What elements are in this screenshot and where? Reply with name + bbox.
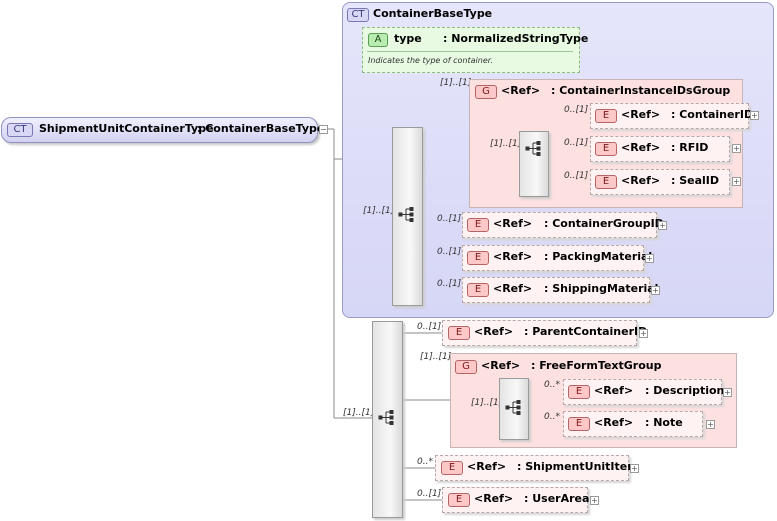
element-badge: E xyxy=(568,385,590,399)
element-ref: <Ref> xyxy=(474,325,514,338)
element-ref: <Ref> xyxy=(493,250,533,263)
attribute-divider xyxy=(367,51,573,52)
element-ref: <Ref> xyxy=(621,141,661,154)
element-badge: E xyxy=(467,218,489,232)
freeform-sequence-compositor[interactable] xyxy=(499,378,529,440)
element-packing-material[interactable] xyxy=(462,245,644,271)
instance-element-mult: 0..[1] xyxy=(564,138,589,148)
freeform-element-mult: 0..* xyxy=(544,412,560,422)
freeform-group-name: : FreeFormTextGroup xyxy=(531,359,662,372)
element-name: : Note xyxy=(645,416,683,429)
element-badge: E xyxy=(595,142,617,156)
main-seq-mult: [1]..[1] xyxy=(343,408,375,418)
freeform-seq-mult: [1]..[1] xyxy=(471,398,503,408)
freeform-group-badge: G xyxy=(455,360,477,374)
element-badge: E xyxy=(595,175,617,189)
base-element-mult: 0..[1] xyxy=(437,279,462,289)
base-seq-mult: [1]..[1] xyxy=(363,206,395,216)
element-ref: <Ref> xyxy=(594,416,634,429)
root-name: ShipmentUnitContainerType xyxy=(39,122,214,135)
expand-icon[interactable]: + xyxy=(750,111,759,120)
element-badge: E xyxy=(441,461,463,475)
expand-icon[interactable]: + xyxy=(706,420,715,429)
element-shipment-unit-item[interactable] xyxy=(435,455,629,481)
expand-icon[interactable]: + xyxy=(732,177,741,186)
element-badge: E xyxy=(568,417,590,431)
expand-icon[interactable]: + xyxy=(723,388,732,397)
element-name: : SealID xyxy=(671,174,720,187)
element-ref: <Ref> xyxy=(594,384,634,397)
element-shipping-material[interactable] xyxy=(462,277,650,303)
element-container-group-id[interactable] xyxy=(462,212,657,238)
expand-icon[interactable]: + xyxy=(658,221,667,230)
element-name: : ContainerGroupID xyxy=(544,217,664,230)
element-name: : ContainerID xyxy=(671,108,754,121)
collapse-icon[interactable]: − xyxy=(319,125,328,134)
expand-icon[interactable]: + xyxy=(732,144,741,153)
expand-icon[interactable]: + xyxy=(590,496,599,505)
element-name: : RFID xyxy=(671,141,709,154)
sequence-icon xyxy=(378,410,394,425)
element-badge: E xyxy=(467,251,489,265)
parent-element-mult: 0..[1] xyxy=(417,322,442,332)
tail-element-mult: 0..[1] xyxy=(417,489,442,499)
instance-group-name: : ContainerInstanceIDsGroup xyxy=(551,84,731,97)
attribute-badge: A xyxy=(368,33,388,47)
attribute-type: : NormalizedStringType xyxy=(443,32,589,45)
instance-group-ref: <Ref> xyxy=(501,84,541,97)
sequence-icon xyxy=(505,400,521,415)
attribute-doc: Indicates the type of container. xyxy=(368,56,493,65)
instance-sequence-compositor[interactable] xyxy=(519,131,549,197)
element-ref: <Ref> xyxy=(467,460,507,473)
base-element-mult: 0..[1] xyxy=(437,247,462,257)
sequence-icon xyxy=(525,141,541,156)
element-ref: <Ref> xyxy=(493,282,533,295)
expand-icon[interactable]: + xyxy=(645,254,654,263)
base-type-name: ContainerBaseType xyxy=(373,7,493,20)
element-name: : UserArea xyxy=(524,492,590,505)
base-type-ct-badge: CT xyxy=(347,8,369,22)
element-name: : ParentContainerID xyxy=(524,325,648,338)
expand-icon[interactable]: + xyxy=(639,329,648,338)
type-attribute[interactable] xyxy=(362,27,580,73)
element-ref: <Ref> xyxy=(621,174,661,187)
element-name: : ShippingMaterial xyxy=(544,282,659,295)
instance-group-mult: [1]..[1] xyxy=(440,78,472,88)
base-sequence-compositor[interactable] xyxy=(392,127,423,306)
element-parent-container-id[interactable] xyxy=(442,320,637,346)
element-name: : Description xyxy=(645,384,725,397)
instance-seq-mult: [1]..[1] xyxy=(490,139,522,149)
instance-element-mult: 0..[1] xyxy=(564,171,589,181)
instance-group-badge: G xyxy=(475,85,497,99)
base-element-mult: 0..[1] xyxy=(437,214,462,224)
element-name: : PackingMaterial xyxy=(544,250,653,263)
element-ref: <Ref> xyxy=(493,217,533,230)
root-type: : ContainerBaseType xyxy=(197,122,325,135)
element-badge: E xyxy=(595,109,617,123)
freeform-group-ref: <Ref> xyxy=(481,359,521,372)
element-badge: E xyxy=(448,493,470,507)
expand-icon[interactable]: + xyxy=(651,286,660,295)
element-badge: E xyxy=(448,326,470,340)
expand-icon[interactable]: + xyxy=(630,464,639,473)
root-complex-type[interactable] xyxy=(1,117,318,143)
tail-element-mult: 0..* xyxy=(417,457,433,467)
root-ct-badge: CT xyxy=(7,123,33,137)
attribute-name: type xyxy=(394,32,422,45)
main-sequence-compositor[interactable] xyxy=(372,321,403,518)
freeform-group-mult: [1]..[1] xyxy=(420,352,452,362)
element-ref: <Ref> xyxy=(474,492,514,505)
sequence-icon xyxy=(398,207,414,222)
element-name: : ShipmentUnitItem xyxy=(517,460,639,473)
instance-element-mult: 0..[1] xyxy=(564,105,589,115)
element-ref: <Ref> xyxy=(621,108,661,121)
element-badge: E xyxy=(467,283,489,297)
freeform-element-mult: 0..* xyxy=(544,380,560,390)
